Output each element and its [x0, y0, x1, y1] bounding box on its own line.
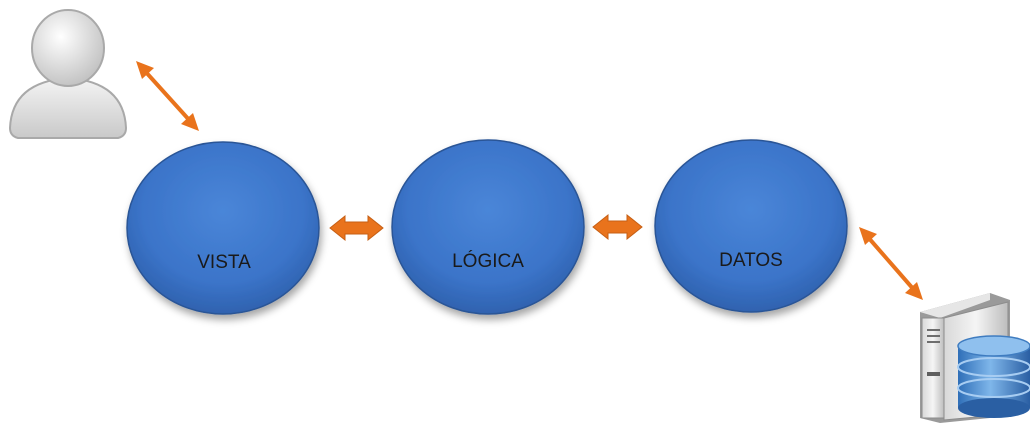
layer-vista: VISTA — [126, 141, 320, 315]
user-vista-arrow — [136, 61, 199, 131]
logica-datos-arrow — [592, 213, 643, 241]
database-server-icon — [920, 293, 1030, 423]
vista-logica-arrow — [329, 214, 384, 242]
layer-logica: LÓGICA — [391, 139, 585, 315]
layer-logica-label: LÓGICA — [452, 250, 524, 272]
user-icon — [8, 9, 128, 139]
layer-datos: DATOS — [654, 139, 848, 313]
layer-vista-label: VISTA — [197, 252, 251, 273]
datos-database-arrow — [859, 227, 923, 300]
layer-datos-label: DATOS — [719, 250, 783, 271]
